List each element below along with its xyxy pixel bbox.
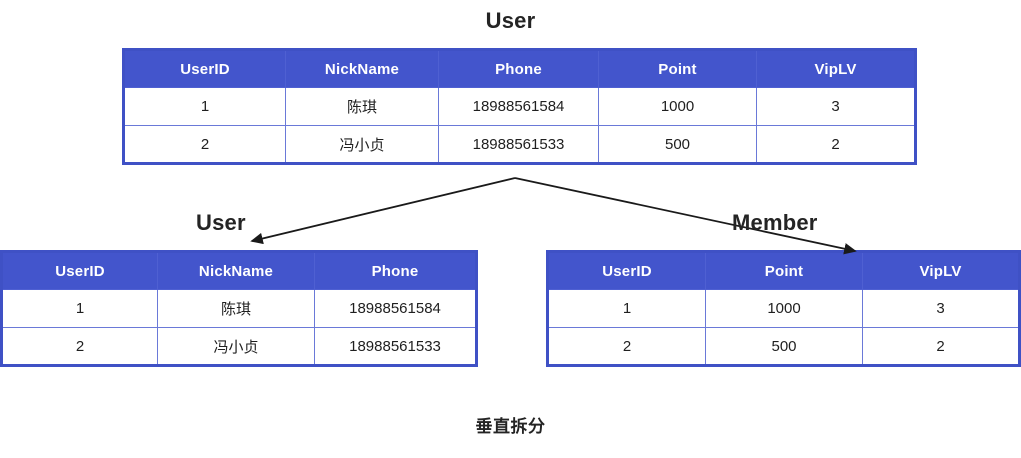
table-row: 2 冯小贞 18988561533 500 2 xyxy=(123,125,916,164)
column-header-nickname: NickName xyxy=(157,251,315,290)
table-row: 1 陈琪 18988561584 xyxy=(1,289,477,328)
cell-nickname: 陈琪 xyxy=(157,289,315,328)
cell-phone: 18988561584 xyxy=(438,87,599,126)
cell-viplv: 2 xyxy=(862,327,1020,366)
column-header-userid: UserID xyxy=(1,251,158,290)
table-row: 2 冯小贞 18988561533 xyxy=(1,327,477,366)
table-row: 2 500 2 xyxy=(547,327,1020,366)
cell-nickname: 陈琪 xyxy=(285,87,439,126)
column-header-viplv: VipLV xyxy=(756,49,916,88)
column-header-userid: UserID xyxy=(123,49,286,88)
table-title-user-full: User xyxy=(485,8,536,33)
column-header-point: Point xyxy=(598,49,757,88)
cell-point: 500 xyxy=(598,125,757,164)
cell-userid: 1 xyxy=(1,289,158,328)
cell-userid: 2 xyxy=(123,125,286,164)
cell-nickname: 冯小贞 xyxy=(285,125,439,164)
table-user-split: UserID NickName Phone 1 陈琪 18988561584 2… xyxy=(0,250,478,367)
cell-point: 500 xyxy=(705,327,863,366)
table-row: 1 陈琪 18988561584 1000 3 xyxy=(123,87,916,126)
table-title-member-split: Member xyxy=(732,210,818,235)
cell-phone: 18988561584 xyxy=(314,289,477,328)
cell-userid: 1 xyxy=(547,289,706,328)
table-member-split: UserID Point VipLV 1 1000 3 2 500 2 xyxy=(546,250,1021,367)
cell-userid: 2 xyxy=(1,327,158,366)
cell-nickname: 冯小贞 xyxy=(157,327,315,366)
diagram-caption: 垂直拆分 xyxy=(475,417,546,436)
cell-viplv: 2 xyxy=(756,125,916,164)
table-user-full: UserID NickName Phone Point VipLV 1 陈琪 1… xyxy=(122,48,917,165)
cell-point: 1000 xyxy=(598,87,757,126)
cell-point: 1000 xyxy=(705,289,863,328)
column-header-userid: UserID xyxy=(547,251,706,290)
table-header-row: UserID NickName Phone xyxy=(1,251,477,290)
cell-viplv: 3 xyxy=(756,87,916,126)
table-title-user-split: User xyxy=(196,210,246,235)
arrow-to-user-split xyxy=(250,177,516,245)
cell-userid: 1 xyxy=(123,87,286,126)
cell-phone: 18988561533 xyxy=(314,327,477,366)
column-header-phone: Phone xyxy=(438,49,599,88)
column-header-phone: Phone xyxy=(314,251,477,290)
column-header-point: Point xyxy=(705,251,863,290)
table-header-row: UserID Point VipLV xyxy=(547,251,1020,290)
column-header-nickname: NickName xyxy=(285,49,439,88)
cell-phone: 18988561533 xyxy=(438,125,599,164)
table-row: 1 1000 3 xyxy=(547,289,1020,328)
cell-userid: 2 xyxy=(547,327,706,366)
column-header-viplv: VipLV xyxy=(862,251,1020,290)
cell-viplv: 3 xyxy=(862,289,1020,328)
table-header-row: UserID NickName Phone Point VipLV xyxy=(123,49,916,88)
